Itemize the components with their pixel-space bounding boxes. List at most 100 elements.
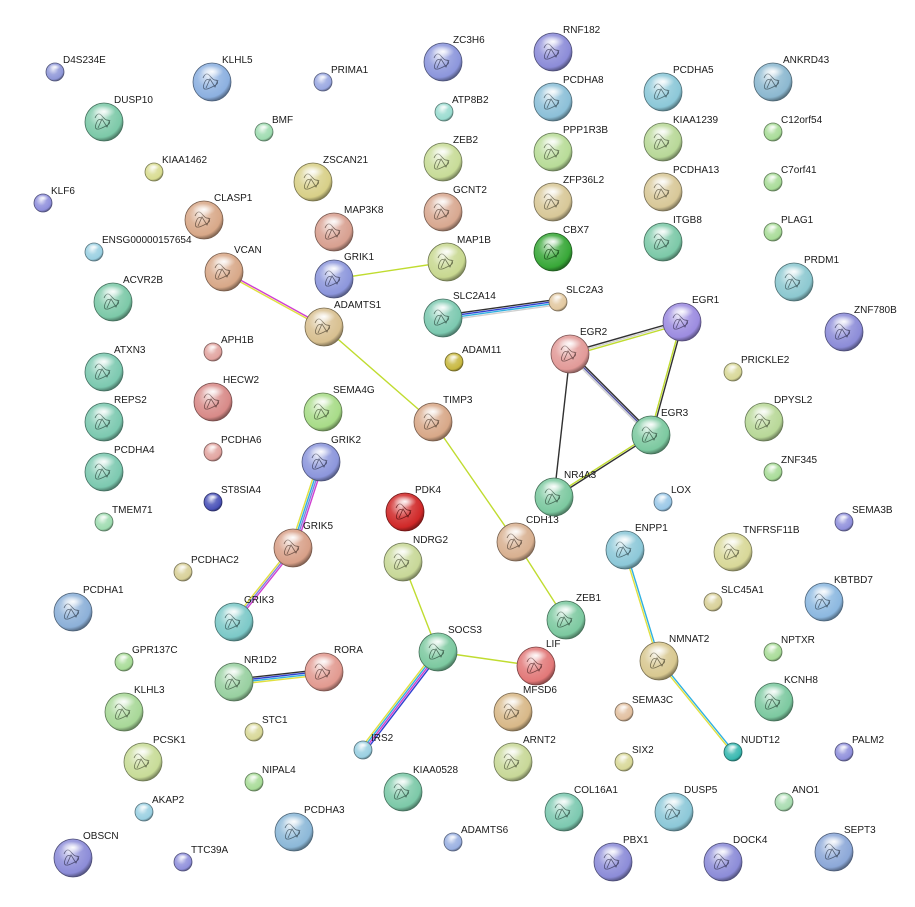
node-clasp1[interactable]: CLASP1: [184, 193, 253, 240]
node-prdm1[interactable]: PRDM1: [774, 255, 839, 302]
node-acvr2b[interactable]: ACVR2B: [93, 275, 163, 322]
node-ensg00000157654[interactable]: ENSG00000157654: [84, 235, 192, 262]
node-akap2[interactable]: AKAP2: [134, 795, 185, 822]
node-znf780b[interactable]: ZNF780B: [824, 305, 897, 352]
node-adam11[interactable]: ADAM11: [444, 345, 502, 372]
node-kbtbd7[interactable]: KBTBD7: [804, 575, 873, 622]
node-nr4a3[interactable]: NR4A3: [534, 470, 597, 517]
node-sept3[interactable]: SEPT3: [814, 825, 876, 872]
node-cbx7[interactable]: CBX7: [533, 225, 590, 272]
node-klf6[interactable]: KLF6: [33, 186, 75, 213]
node-pcdha8[interactable]: PCDHA8: [533, 75, 604, 122]
node-sema4g[interactable]: SEMA4G: [303, 385, 375, 432]
edge-SOCS3-IRS2[interactable]: [360, 649, 441, 753]
node-map3k8[interactable]: MAP3K8: [314, 205, 384, 252]
node-rnf182[interactable]: RNF182: [533, 25, 601, 72]
node-nmnat2[interactable]: NMNAT2: [639, 634, 710, 681]
node-vcan[interactable]: VCAN: [204, 245, 262, 292]
node-lox[interactable]: LOX: [653, 485, 691, 512]
node-nr1d2[interactable]: NR1D2: [214, 655, 277, 702]
node-egr2[interactable]: EGR2: [550, 327, 608, 374]
edge-NMNAT2-NUDT12[interactable]: [657, 659, 735, 754]
node-dpysl2[interactable]: DPYSL2: [744, 395, 813, 442]
node-slc45a1[interactable]: SLC45A1: [703, 585, 764, 612]
node-kiaa1462[interactable]: KIAA1462: [144, 155, 207, 182]
node-zscan21[interactable]: ZSCAN21: [293, 155, 368, 202]
node-zeb2[interactable]: ZEB2: [423, 135, 478, 182]
node-d4s234e[interactable]: D4S234E: [45, 55, 106, 82]
node-zc3h6[interactable]: ZC3H6: [423, 35, 485, 82]
edge-EGR2-NR4A3[interactable]: [553, 353, 571, 498]
node-enpp1[interactable]: ENPP1: [605, 523, 668, 570]
node-dusp10[interactable]: DUSP10: [84, 95, 153, 142]
node-pbx1[interactable]: PBX1: [593, 835, 649, 882]
node-pcsk1[interactable]: PCSK1: [123, 735, 186, 782]
node-pcdha4[interactable]: PCDHA4: [84, 445, 155, 492]
node-palm2[interactable]: PALM2: [834, 735, 884, 762]
node-c12orf54[interactable]: C12orf54: [763, 115, 823, 142]
node-irs2[interactable]: IRS2: [353, 733, 394, 760]
node-egr1[interactable]: EGR1: [662, 295, 720, 342]
node-reps2[interactable]: REPS2: [84, 395, 147, 442]
node-itgb8[interactable]: ITGB8: [643, 215, 702, 262]
node-kiaa0528[interactable]: KIAA0528: [383, 765, 458, 812]
node-ttc39a[interactable]: TTC39A: [173, 845, 229, 872]
node-ankrd43[interactable]: ANKRD43: [753, 55, 830, 102]
node-rora[interactable]: RORA: [304, 645, 363, 692]
node-cdh13[interactable]: CDH13: [496, 515, 559, 562]
node-klhl5[interactable]: KLHL5: [192, 55, 253, 102]
node-obscn[interactable]: OBSCN: [53, 831, 119, 878]
node-nptxr[interactable]: NPTXR: [763, 635, 815, 662]
node-c7orf41[interactable]: C7orf41: [763, 165, 817, 192]
node-six2[interactable]: SIX2: [614, 745, 654, 772]
node-zeb1[interactable]: ZEB1: [546, 593, 601, 640]
node-ano1[interactable]: ANO1: [774, 785, 820, 812]
edge-EGR2-EGR1[interactable]: [569, 319, 683, 357]
node-zfp36l2[interactable]: ZFP36L2: [533, 175, 605, 222]
node-slc2a3[interactable]: SLC2A3: [548, 285, 604, 312]
node-tmem71[interactable]: TMEM71: [94, 505, 153, 532]
node-adamts1[interactable]: ADAMTS1: [304, 300, 382, 347]
node-atxn3[interactable]: ATXN3: [84, 345, 146, 392]
node-egr3[interactable]: EGR3: [631, 408, 689, 455]
node-col16a1[interactable]: COL16A1: [544, 785, 618, 832]
node-gpr137c[interactable]: GPR137C: [114, 645, 178, 672]
node-aph1b[interactable]: APH1B: [203, 335, 254, 362]
node-prickle2[interactable]: PRICKLE2: [723, 355, 790, 382]
node-slc2a14[interactable]: SLC2A14: [423, 291, 496, 338]
edge-EGR1-EGR3[interactable]: [649, 321, 684, 436]
node-pcdha6[interactable]: PCDHA6: [203, 435, 262, 462]
node-timp3[interactable]: TIMP3: [413, 395, 473, 442]
node-znf345[interactable]: ZNF345: [763, 455, 818, 482]
node-pcdha1[interactable]: PCDHA1: [53, 585, 124, 632]
node-klhl3[interactable]: KLHL3: [104, 685, 165, 732]
node-lif[interactable]: LIF: [516, 639, 560, 686]
node-plag1[interactable]: PLAG1: [763, 215, 814, 242]
node-pdk4[interactable]: PDK4: [385, 485, 442, 532]
edge-TIMP3-CDH13[interactable]: [432, 421, 517, 543]
node-pcdhac2[interactable]: PCDHAC2: [173, 555, 239, 582]
node-grik1[interactable]: GRIK1: [314, 252, 374, 299]
node-ppp1r3b[interactable]: PPP1R3B: [533, 125, 608, 172]
node-grik5[interactable]: GRIK5: [273, 521, 333, 568]
node-pcdha5[interactable]: PCDHA5: [643, 65, 714, 112]
node-kcnh8[interactable]: KCNH8: [754, 675, 818, 722]
node-pcdha13[interactable]: PCDHA13: [643, 165, 720, 212]
node-st8sia4[interactable]: ST8SIA4: [203, 485, 261, 512]
node-pcdha3[interactable]: PCDHA3: [274, 805, 345, 852]
node-tnfrsf11b[interactable]: TNFRSF11B: [713, 525, 800, 572]
node-nudt12[interactable]: NUDT12: [723, 735, 780, 762]
edge-ADAMTS1-TIMP3[interactable]: [323, 326, 434, 423]
node-map1b[interactable]: MAP1B: [427, 235, 491, 282]
node-ndrg2[interactable]: NDRG2: [383, 535, 448, 582]
node-sema3c[interactable]: SEMA3C: [614, 695, 673, 722]
node-dock4[interactable]: DOCK4: [703, 835, 768, 882]
node-grik2[interactable]: GRIK2: [301, 435, 361, 482]
node-adamts6[interactable]: ADAMTS6: [443, 825, 509, 852]
node-kiaa1239[interactable]: KIAA1239: [643, 115, 718, 162]
node-sema3b[interactable]: SEMA3B: [834, 505, 893, 532]
node-gcnt2[interactable]: GCNT2: [423, 185, 487, 232]
node-dusp5[interactable]: DUSP5: [654, 785, 718, 832]
node-arnt2[interactable]: ARNT2: [493, 735, 556, 782]
node-hecw2[interactable]: HECW2: [193, 375, 260, 422]
